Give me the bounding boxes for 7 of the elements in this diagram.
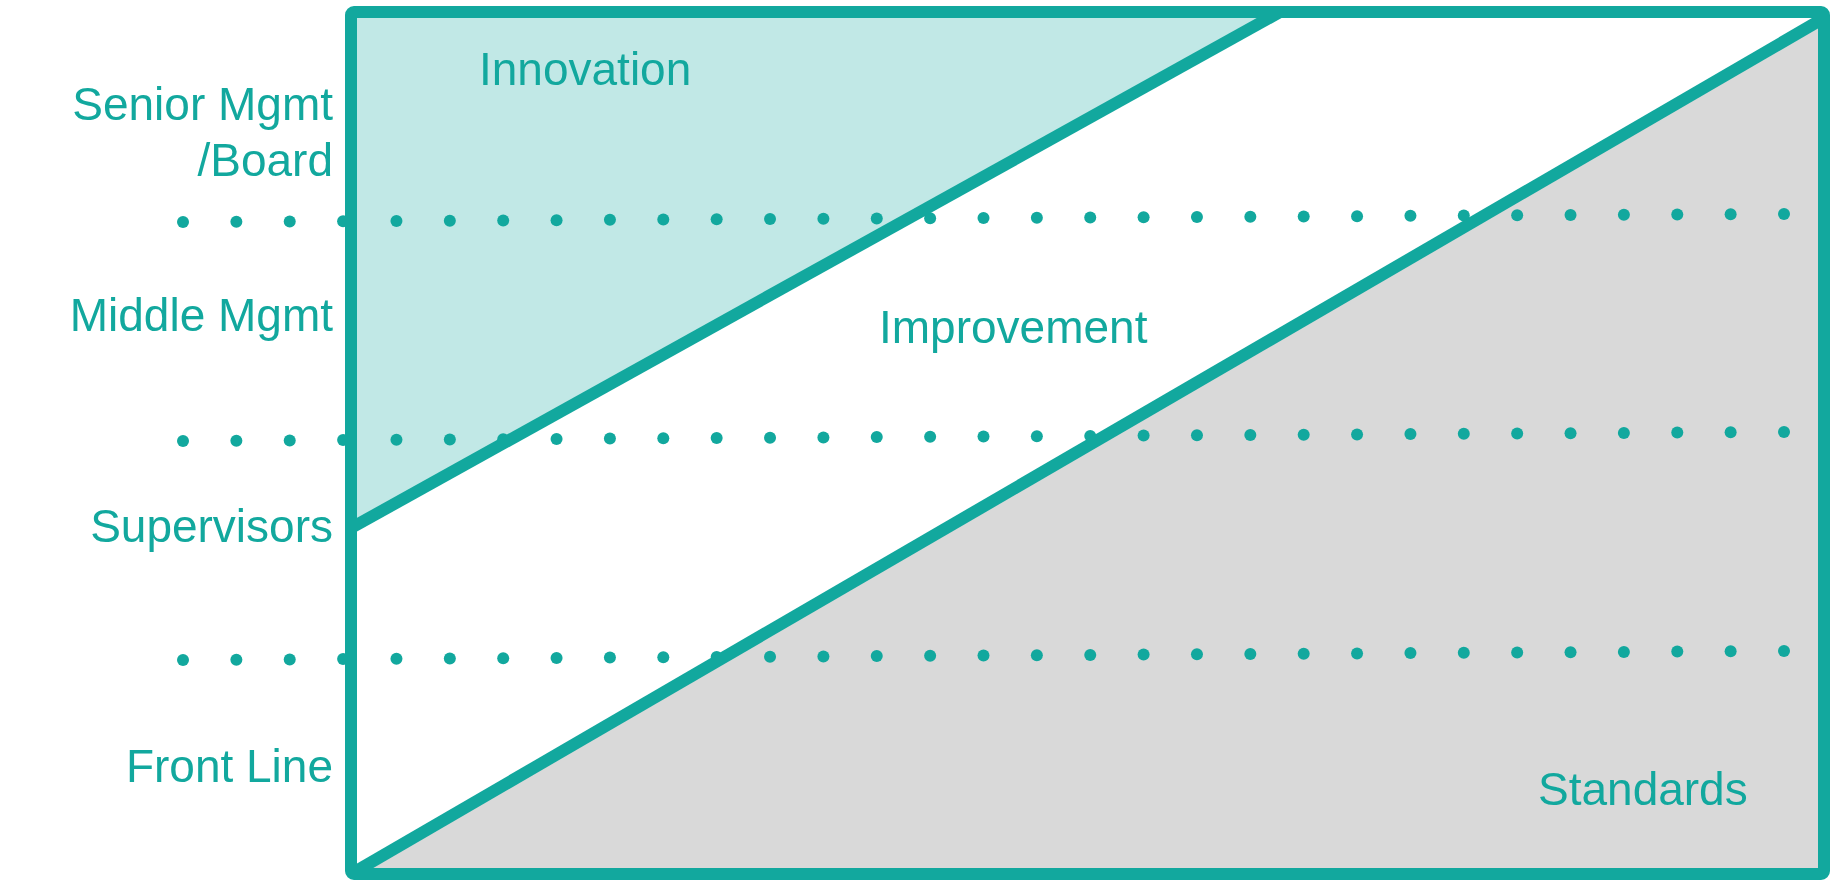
- level-label: Middle Mgmt: [68, 288, 333, 343]
- level-label: Senior Mgmt /Board: [71, 77, 333, 188]
- region-label: Improvement: [879, 300, 1148, 354]
- level-label: Front Line: [124, 739, 333, 794]
- region-label: Innovation: [479, 42, 692, 96]
- level-label: Supervisors: [89, 499, 333, 554]
- region-label: Standards: [1538, 762, 1748, 816]
